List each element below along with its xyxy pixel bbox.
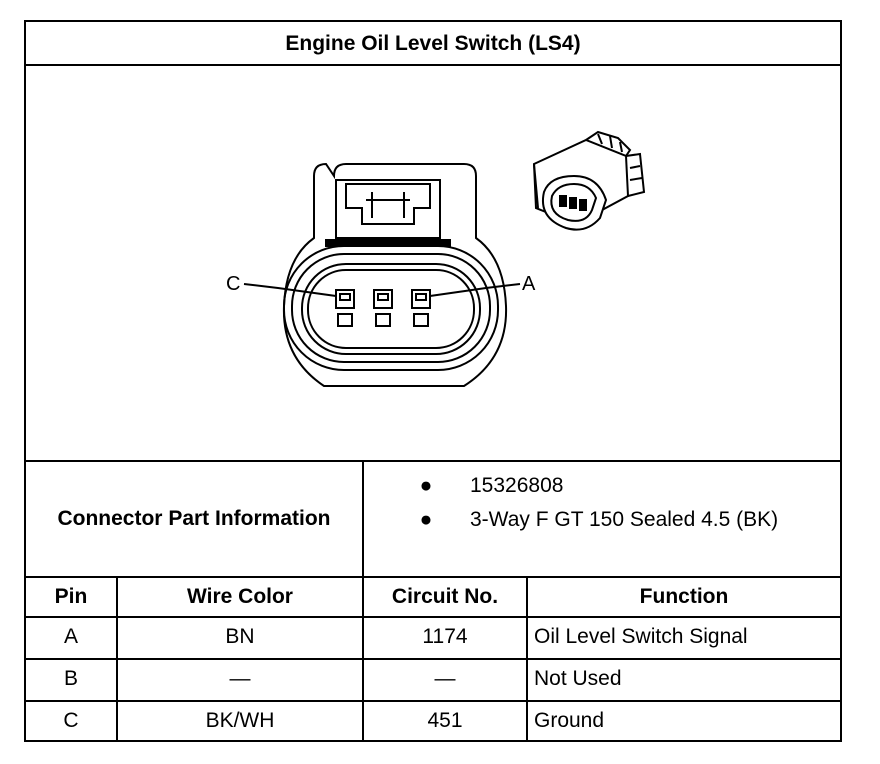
table-cell-wire-color: —	[229, 667, 251, 690]
table-cell-pin: A	[63, 625, 78, 648]
connector-isometric-view	[532, 130, 646, 231]
table-cell-wire-color: BK/WH	[205, 709, 275, 732]
row-divider	[26, 616, 840, 618]
connector-diagram: C A	[26, 68, 840, 460]
divider-cpi-table	[26, 576, 840, 578]
table-cell-pin: C	[63, 709, 79, 732]
table-cell-circuit: 451	[427, 709, 463, 732]
part-number: 15326808	[470, 474, 564, 497]
table-cell-circuit: —	[434, 667, 456, 690]
list-item: ● 15326808	[364, 474, 840, 504]
row-divider	[26, 700, 840, 702]
pin-label-c: C	[226, 273, 240, 295]
table-cell-function: Oil Level Switch Signal	[534, 625, 748, 648]
connector-part-info-label: Connector Part Information	[57, 507, 331, 530]
latch-housing	[335, 179, 441, 239]
divider-cpi	[362, 460, 364, 576]
connector-description: 3-Way F GT 150 Sealed 4.5 (BK)	[470, 508, 779, 531]
connector-part-info-list: ● 15326808 ● 3-Way F GT 150 Sealed 4.5 (…	[364, 462, 840, 576]
header-pin: Pin	[54, 585, 88, 608]
header-wire-color: Wire Color	[187, 585, 293, 608]
latch-tab	[345, 183, 431, 225]
pinout-sheet: Engine Oil Level Switch (LS4)	[24, 20, 842, 742]
col-divider	[362, 576, 364, 740]
col-divider	[116, 576, 118, 740]
seal-ring-outer	[283, 245, 499, 371]
connector-shell	[282, 162, 508, 387]
connector-face-view: C A	[226, 130, 646, 387]
terminal-cavity-frame	[307, 269, 475, 349]
header-circuit-no: Circuit No.	[391, 585, 499, 608]
table-cell-pin: B	[63, 667, 78, 690]
header-function: Function	[639, 585, 729, 608]
table-cell-circuit: 1174	[422, 625, 468, 648]
pin-label-a: A	[522, 273, 536, 295]
bullet-icon: ●	[419, 474, 433, 497]
table-cell-function: Not Used	[534, 667, 622, 690]
table-cell-function: Ground	[534, 709, 605, 732]
table-cell-wire-color: BN	[225, 625, 255, 648]
row-divider	[26, 658, 840, 660]
col-divider	[526, 576, 528, 740]
seal-ring-middle	[291, 253, 491, 363]
divider-title	[26, 64, 840, 66]
seal-ring-inner	[301, 263, 481, 355]
list-item: ● 3-Way F GT 150 Sealed 4.5 (BK)	[364, 508, 840, 538]
leader-line-c	[243, 283, 337, 297]
divider-diagram	[26, 460, 840, 462]
terminal-b	[373, 289, 393, 327]
connector-title: Engine Oil Level Switch (LS4)	[285, 32, 581, 55]
bullet-icon: ●	[419, 508, 433, 531]
terminal-c	[335, 289, 355, 327]
terminal-a	[411, 289, 431, 327]
leader-line-a	[429, 283, 521, 297]
